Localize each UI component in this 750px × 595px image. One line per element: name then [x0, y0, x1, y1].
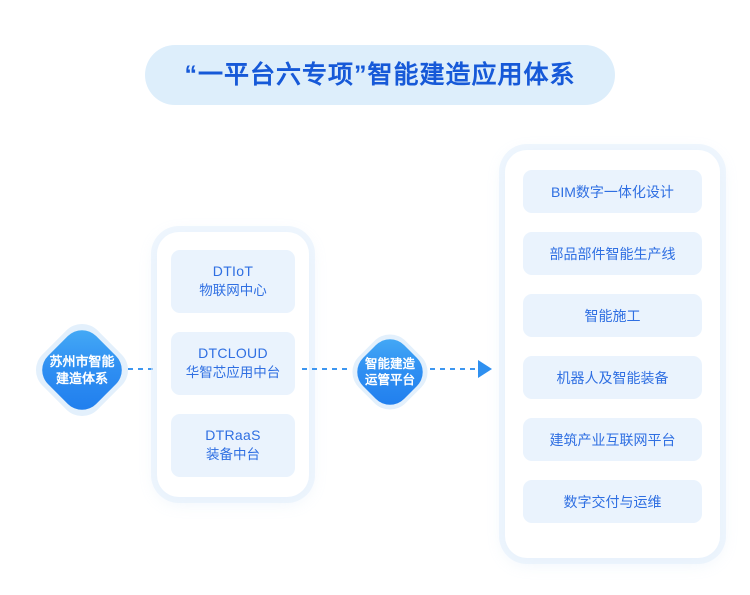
- diamond-core-shape: [348, 330, 432, 414]
- item-label: 智能施工: [584, 307, 641, 324]
- right-item-production-line[interactable]: 部品部件智能生产线: [523, 232, 702, 275]
- right-item-robotics[interactable]: 机器人及智能装备: [523, 356, 702, 399]
- connector-left-to-middle: [128, 368, 164, 370]
- right-applications-panel: BIM数字一体化设计 部品部件智能生产线 智能施工 机器人及智能装备 建筑产业互…: [505, 150, 720, 558]
- item-label: 数字交付与运维: [563, 493, 662, 510]
- item-label: BIM数字一体化设计: [551, 183, 674, 200]
- dashed-line: [302, 368, 348, 370]
- item-label: 部品部件智能生产线: [549, 245, 676, 262]
- dashed-line: [128, 368, 164, 370]
- dashed-line: [430, 368, 478, 370]
- diamond-core-shape: [33, 321, 131, 419]
- middle-platform-panel: DTIoT 物联网中心 DTCLOUD 华智芯应用中台 DTRaaS 装备中台: [157, 232, 309, 497]
- right-item-industrial-internet[interactable]: 建筑产业互联网平台: [523, 418, 702, 461]
- middle-card-dtiot[interactable]: DTIoT 物联网中心: [171, 250, 295, 313]
- node-suzhou-system[interactable]: 苏州市智能 建造体系: [26, 314, 138, 426]
- item-label: 机器人及智能装备: [556, 369, 669, 386]
- arrow-right-icon: [478, 360, 492, 378]
- card-code: DTRaaS: [205, 427, 261, 444]
- middle-card-dtraas[interactable]: DTRaaS 装备中台: [171, 414, 295, 477]
- connector-node-to-right: [430, 368, 478, 370]
- node-operation-platform[interactable]: 智能建造 运管平台: [343, 325, 437, 419]
- card-name: 装备中台: [206, 446, 260, 462]
- connector-middle-panel-to-node: [302, 368, 348, 370]
- card-name: 华智芯应用中台: [185, 364, 281, 380]
- card-code: DTCLOUD: [198, 345, 268, 362]
- middle-card-dtcloud[interactable]: DTCLOUD 华智芯应用中台: [171, 332, 295, 395]
- item-label: 建筑产业互联网平台: [549, 431, 676, 448]
- card-name: 物联网中心: [199, 282, 267, 298]
- right-item-bim[interactable]: BIM数字一体化设计: [523, 170, 702, 213]
- card-code: DTIoT: [212, 263, 254, 280]
- page-title: “一平台六专项”智能建造应用体系: [184, 60, 576, 89]
- right-item-smart-construction[interactable]: 智能施工: [523, 294, 702, 337]
- title-banner: “一平台六专项”智能建造应用体系: [145, 45, 615, 105]
- right-item-digital-delivery[interactable]: 数字交付与运维: [523, 480, 702, 523]
